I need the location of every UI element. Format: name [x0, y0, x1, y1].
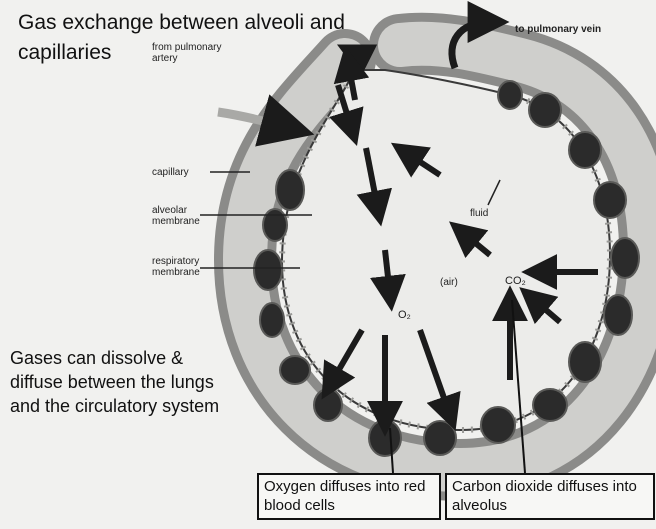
label-to-pulmonary-vein: to pulmonary vein [515, 24, 655, 35]
callout-carbon-dioxide: Carbon dioxide diffuses into alveolus [445, 473, 655, 520]
label-capillary: capillary [152, 167, 212, 178]
label-o2: O₂ [398, 310, 411, 321]
label-fluid: fluid [470, 208, 488, 219]
label-air: (air) [440, 277, 458, 288]
callout-oxygen: Oxygen diffuses into red blood cells [257, 473, 441, 520]
label-from-pulmonary-artery: from pulmonary artery [152, 42, 232, 64]
alveolus-lumen [282, 70, 610, 430]
caption-text: Gases can dissolve & diffuse between the… [10, 346, 230, 418]
label-alveolar-membrane: alveolar membrane [152, 205, 207, 227]
label-co2: CO₂ [505, 276, 526, 287]
label-respiratory-membrane: respiratory membrane [152, 256, 217, 278]
